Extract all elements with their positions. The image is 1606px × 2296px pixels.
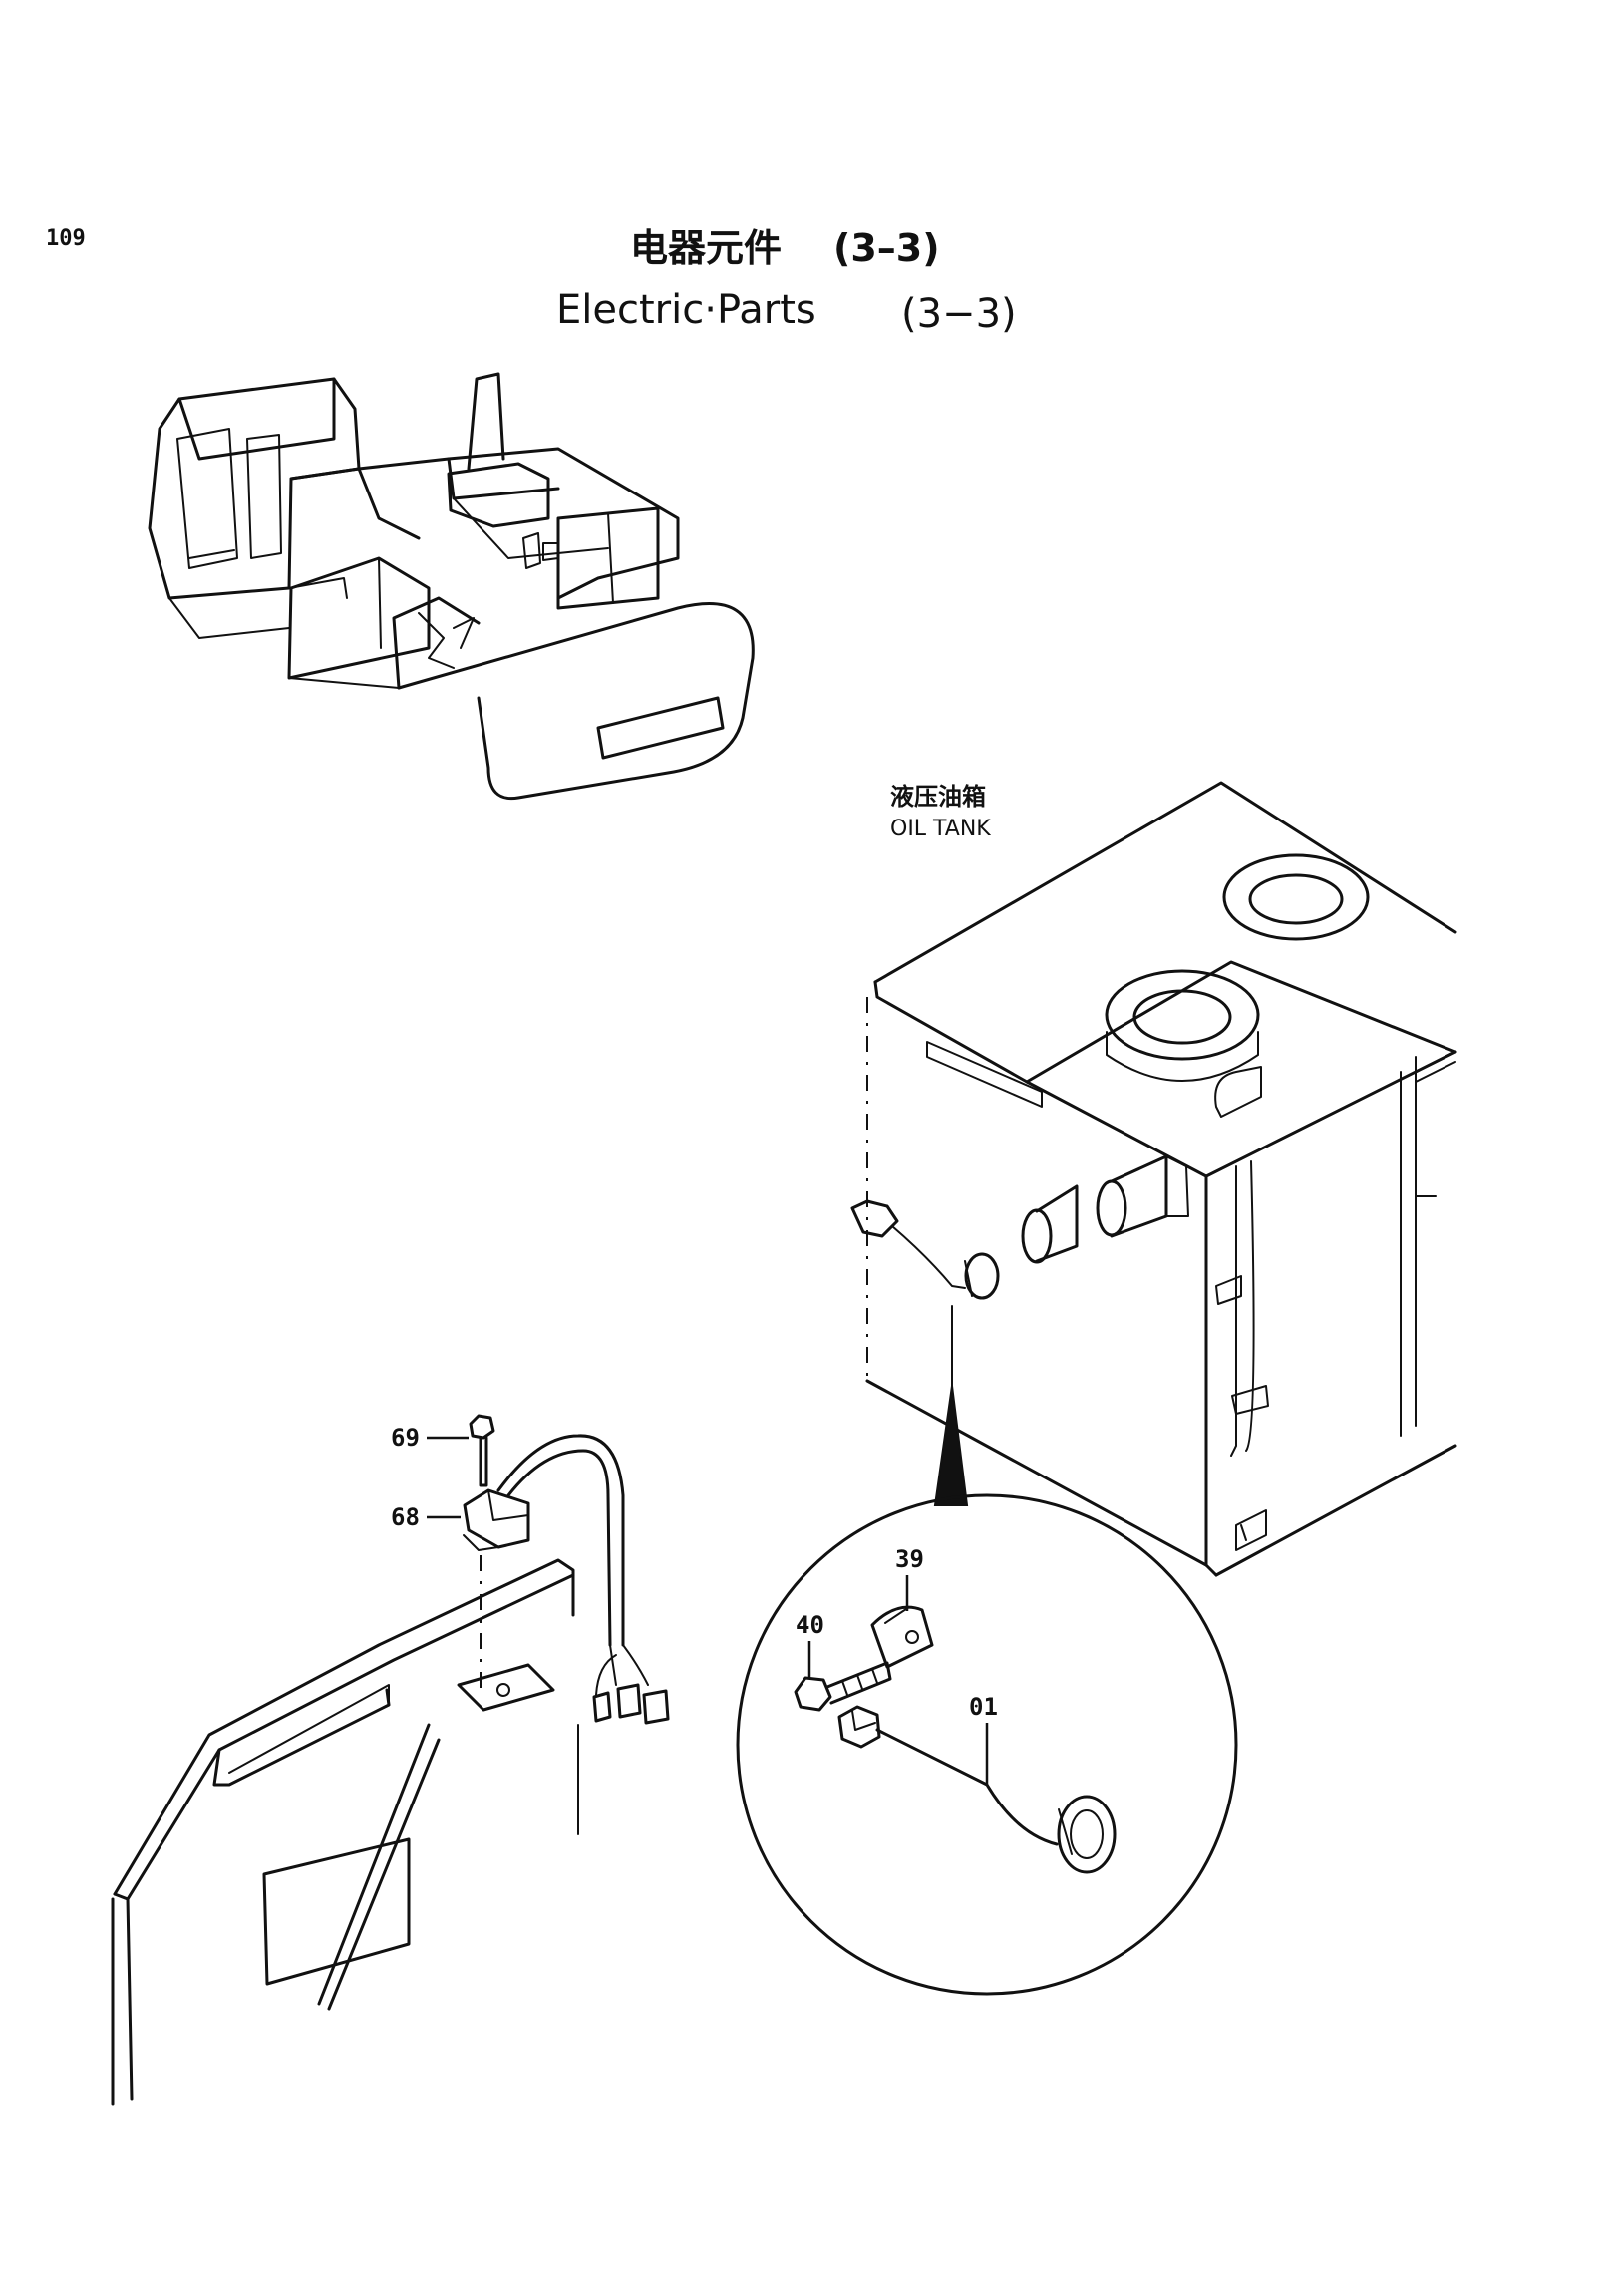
- page-title: 电器元件 (3–3) Electric·Parts (3−3): [556, 226, 1017, 337]
- callout-68: 68: [391, 1503, 420, 1531]
- oil-tank-label-english: OIL TANK: [890, 817, 991, 841]
- callout-39: 39: [895, 1545, 924, 1573]
- oil-tank-label-chinese: 液压油箱: [890, 783, 986, 811]
- title-english-section: (3−3): [901, 291, 1017, 337]
- title-english: Electric·Parts: [556, 287, 816, 333]
- callout-69: 69: [391, 1424, 420, 1452]
- callout-01: 01: [969, 1693, 998, 1721]
- callout-40: 40: [796, 1611, 824, 1639]
- title-chinese: 电器元件: [630, 226, 782, 270]
- switch-harness-illustration: 69 68: [111, 1414, 670, 2106]
- sensor-detail-view: 39 40 01: [736, 1493, 1238, 1996]
- page-number: 109: [46, 226, 86, 251]
- title-chinese-section: (3–3): [833, 226, 940, 270]
- oil-tank-illustration: 液压油箱 OIL TANK: [850, 781, 1457, 1577]
- excavator-overview-illustration: [148, 372, 755, 801]
